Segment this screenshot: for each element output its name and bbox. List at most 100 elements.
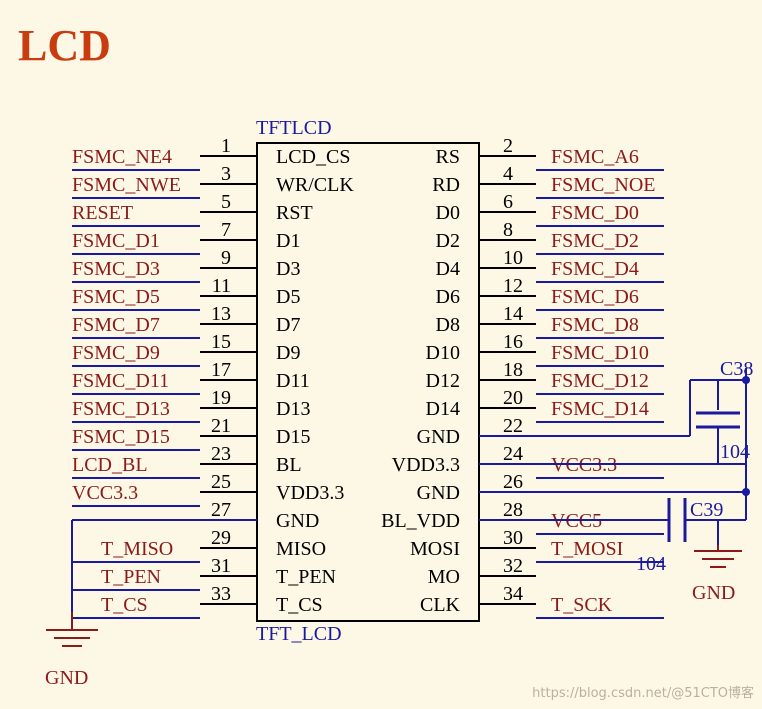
pin-name: D7 — [276, 314, 300, 336]
pin-name: VDD3.3 — [392, 454, 460, 476]
net-label: T_SCK — [551, 594, 613, 616]
junction-dots — [742, 376, 750, 496]
pin-number: 5 — [221, 191, 231, 213]
watermark: https://blog.csdn.net/@51CTO博客 — [532, 686, 754, 701]
pin-number: 34 — [503, 583, 523, 605]
net-label: FSMC_NOE — [551, 174, 655, 196]
pin-number: 18 — [503, 359, 523, 381]
net-label: FSMC_D5 — [72, 286, 160, 308]
c39-value: 104 — [636, 553, 666, 575]
pin-name: D12 — [426, 370, 460, 392]
pin-name: D5 — [276, 286, 300, 308]
pin-number: 28 — [503, 499, 523, 521]
pin-name: D4 — [436, 258, 460, 280]
net-label: FSMC_D15 — [72, 426, 170, 448]
pin-number: 20 — [503, 387, 523, 409]
net-label: FSMC_D10 — [551, 342, 649, 364]
pin-name: D0 — [436, 202, 460, 224]
c39-ref: C39 — [690, 499, 723, 521]
pin-name: RS — [436, 146, 460, 168]
pin-name: LCD_CS — [276, 146, 350, 168]
net-label: FSMC_NE4 — [72, 146, 172, 168]
net-label: FSMC_D8 — [551, 314, 639, 336]
pin-number: 30 — [503, 527, 523, 549]
pin-name: D13 — [276, 398, 310, 420]
pin-name: D15 — [276, 426, 310, 448]
pin-number: 26 — [503, 471, 523, 493]
net-label: FSMC_A6 — [551, 146, 639, 168]
gnd-symbol-right — [694, 545, 742, 568]
pin-number: 22 — [503, 415, 523, 437]
net-label: VCC3.3 — [72, 482, 138, 504]
gnd-symbol-left — [46, 612, 98, 647]
pin-number: 23 — [211, 443, 231, 465]
pin-name: GND — [417, 482, 460, 504]
net-label: T_MOSI — [551, 538, 623, 560]
pin-name: D10 — [426, 342, 460, 364]
pin-number: 24 — [503, 443, 523, 465]
pin-number: 11 — [212, 275, 231, 297]
pin-number: 3 — [221, 163, 231, 185]
pin-number: 6 — [503, 191, 513, 213]
net-label: FSMC_D6 — [551, 286, 639, 308]
pin-name: T_CS — [276, 594, 323, 616]
pin-name: WR/CLK — [276, 174, 354, 196]
net-label: FSMC_D9 — [72, 342, 160, 364]
component-designator: TFTLCD — [256, 117, 332, 139]
pin-number: 25 — [211, 471, 231, 493]
net-label: LCD_BL — [72, 454, 148, 476]
pin-name: D8 — [436, 314, 460, 336]
pin-name: CLK — [420, 594, 461, 616]
pin-name: VDD3.3 — [276, 482, 344, 504]
pin-name: D1 — [276, 230, 300, 252]
pin-name: MOSI — [410, 538, 460, 560]
pin-name: MISO — [276, 538, 326, 560]
pin-number: 4 — [503, 163, 513, 185]
pin-name: BL — [276, 454, 302, 476]
pin-name: D14 — [426, 398, 460, 420]
gnd-label-right: GND — [692, 582, 735, 604]
pin-name: BL_VDD — [381, 510, 460, 532]
pin-number: 19 — [211, 387, 231, 409]
pin-number: 7 — [221, 219, 231, 241]
pin-name: MO — [428, 566, 460, 588]
cap-network-wiring — [479, 368, 747, 545]
component-footprint: TFT_LCD — [256, 623, 342, 645]
net-label: FSMC_D2 — [551, 230, 639, 252]
net-label: FSMC_NWE — [72, 174, 181, 196]
net-label: FSMC_D7 — [72, 314, 160, 336]
net-label: FSMC_D12 — [551, 370, 649, 392]
pin-number: 1 — [221, 135, 231, 157]
pin-number: 8 — [503, 219, 513, 241]
net-label: FSMC_D13 — [72, 398, 170, 420]
pin-name: RD — [432, 174, 460, 196]
page-title: LCD — [18, 21, 111, 70]
net-label: FSMC_D1 — [72, 230, 160, 252]
net-label: RESET — [72, 202, 133, 224]
pin-name: D11 — [276, 370, 310, 392]
net-label: T_CS — [101, 594, 148, 616]
capacitor-c39 — [667, 498, 687, 542]
c38-value: 104 — [720, 441, 750, 463]
pin-number: 21 — [211, 415, 231, 437]
pin-name: RST — [276, 202, 313, 224]
pin-name: D6 — [436, 286, 460, 308]
pin-number: 32 — [503, 555, 523, 577]
net-label: FSMC_D4 — [551, 258, 639, 280]
capacitor-c38 — [696, 411, 740, 429]
pin-name: D9 — [276, 342, 300, 364]
pin-number: 14 — [503, 303, 523, 325]
net-label: T_PEN — [101, 566, 161, 588]
pin-number: 31 — [211, 555, 231, 577]
pin-name: GND — [276, 510, 319, 532]
pin-number: 9 — [221, 247, 231, 269]
ic-body — [256, 142, 480, 622]
pin-name: T_PEN — [276, 566, 336, 588]
c38-ref: C38 — [720, 358, 753, 380]
net-label: FSMC_D0 — [551, 202, 639, 224]
net-label: FSMC_D14 — [551, 398, 649, 420]
net-label: FSMC_D11 — [72, 370, 169, 392]
left-gnd-wiring — [71, 519, 257, 630]
